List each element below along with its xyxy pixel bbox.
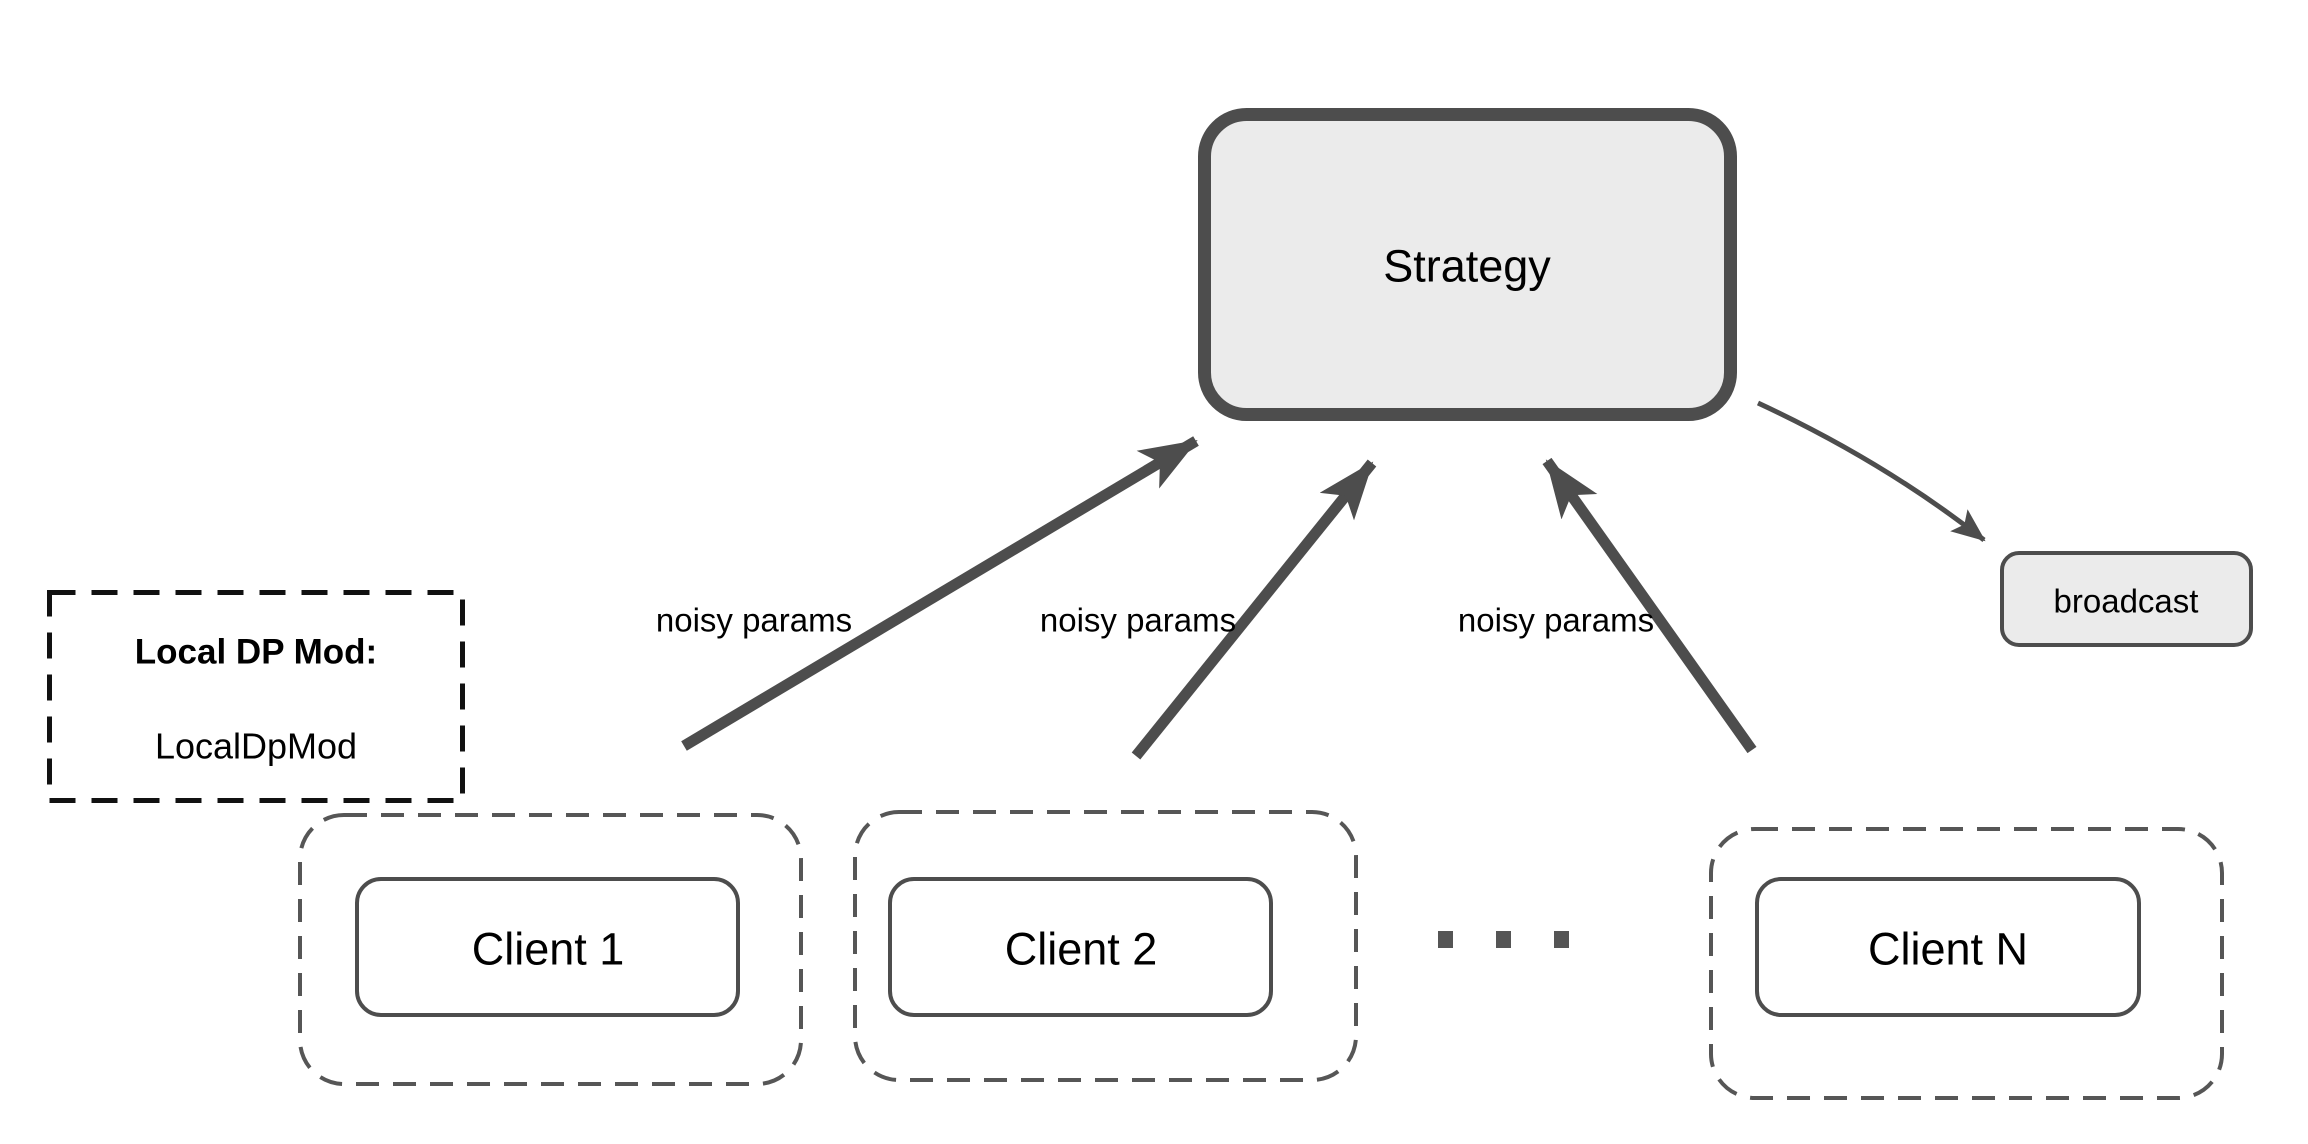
edge-label-noisy-params-1: noisy params [656,602,852,639]
client1-node [355,877,740,1017]
clientN-label: Client N [1868,924,2028,975]
strategy-label: Strategy [1383,241,1551,292]
local-dp-mod-value: LocalDpMod [155,726,357,767]
client2-label: Client 2 [1005,924,1158,975]
local-dp-mod-title: Local DP Mod: [135,633,377,672]
client1-container [298,813,803,1086]
clientN-node [1755,877,2141,1017]
edge-label-noisy-params-3: noisy params [1458,602,1654,639]
broadcast-label: broadcast [2054,583,2199,620]
edge-client1-to-strategy [681,436,1199,751]
edge-strategy-to-broadcast [1756,400,1986,542]
client2-node [888,877,1273,1017]
broadcast-node [2000,551,2253,647]
edge-clientN-to-strategy [1542,457,1757,754]
local-dp-mod-box [47,590,465,803]
ellipsis-dot [1438,931,1453,948]
strategy-node [1198,108,1737,421]
edge-client2-to-strategy [1131,459,1377,760]
edge-label-noisy-params-2: noisy params [1040,602,1236,639]
client1-label: Client 1 [472,924,625,975]
ellipsis-dot [1496,931,1511,948]
ellipsis-dot [1554,931,1569,948]
ellipsis-dots [1438,931,1569,948]
client2-container [853,810,1358,1082]
